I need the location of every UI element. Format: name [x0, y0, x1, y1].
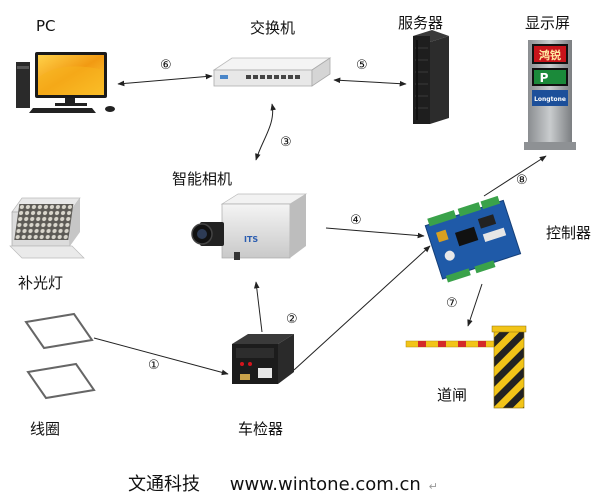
step-5-marker: ⑤: [356, 58, 368, 73]
display-brand-text: Longtone: [534, 96, 566, 103]
arrow-camera-controller: [325, 227, 425, 239]
pc-label: PC: [36, 17, 56, 35]
arrow-switch-server: [333, 77, 407, 87]
step-2-marker: ②: [286, 312, 298, 327]
pc-icon: [16, 52, 115, 113]
fill-light-label: 补光灯: [18, 274, 64, 292]
barrier-gate-icon: [405, 325, 527, 409]
arrow-detector-controller: [293, 245, 431, 371]
vehicle-detector-icon: [232, 334, 294, 384]
step-1-marker: ①: [148, 358, 160, 373]
display-line2-text: P: [540, 71, 549, 85]
gate-label: 道闸: [437, 386, 468, 404]
footer-return-mark: ↵: [428, 480, 438, 493]
server-rack-icon: [413, 30, 449, 124]
connection-arrows: [93, 73, 547, 376]
footer: 文通科技 www.wintone.com.cn ↵: [128, 470, 438, 496]
smart-camera-icon: [191, 193, 308, 260]
step-6-marker: ⑥: [160, 58, 172, 73]
coil-label: 线圈: [30, 420, 61, 438]
camera-label: 智能相机: [172, 170, 233, 188]
switch-icon: [212, 57, 332, 87]
fill-light-icon: [9, 197, 85, 259]
coil-loop-icon: [24, 312, 96, 400]
step-4-marker: ④: [350, 213, 362, 228]
detector-label: 车检器: [238, 420, 284, 438]
arrow-switch-camera: [255, 103, 276, 161]
footer-company: 文通科技: [128, 474, 200, 495]
controller-board-icon: [424, 195, 522, 283]
switch-label: 交换机: [250, 19, 296, 37]
arrow-pc-switch: [117, 73, 213, 87]
step-8-marker: ⑧: [516, 173, 528, 188]
display-line1-text: 鸿锐: [539, 48, 561, 62]
camera-brand-text: ITS: [244, 235, 258, 244]
step-3-marker: ③: [280, 135, 292, 150]
arrow-controller-display: [483, 155, 547, 197]
server-label: 服务器: [398, 14, 444, 32]
arrow-detector-camera: [253, 281, 263, 333]
arrow-coil-detector: [93, 337, 229, 376]
step-7-marker: ⑦: [446, 296, 458, 311]
display-screen-icon: [524, 40, 576, 150]
controller-label: 控制器: [546, 224, 592, 242]
arrow-controller-gate: [467, 283, 483, 327]
display-label: 显示屏: [525, 14, 571, 32]
footer-url: www.wintone.com.cn: [229, 474, 421, 495]
